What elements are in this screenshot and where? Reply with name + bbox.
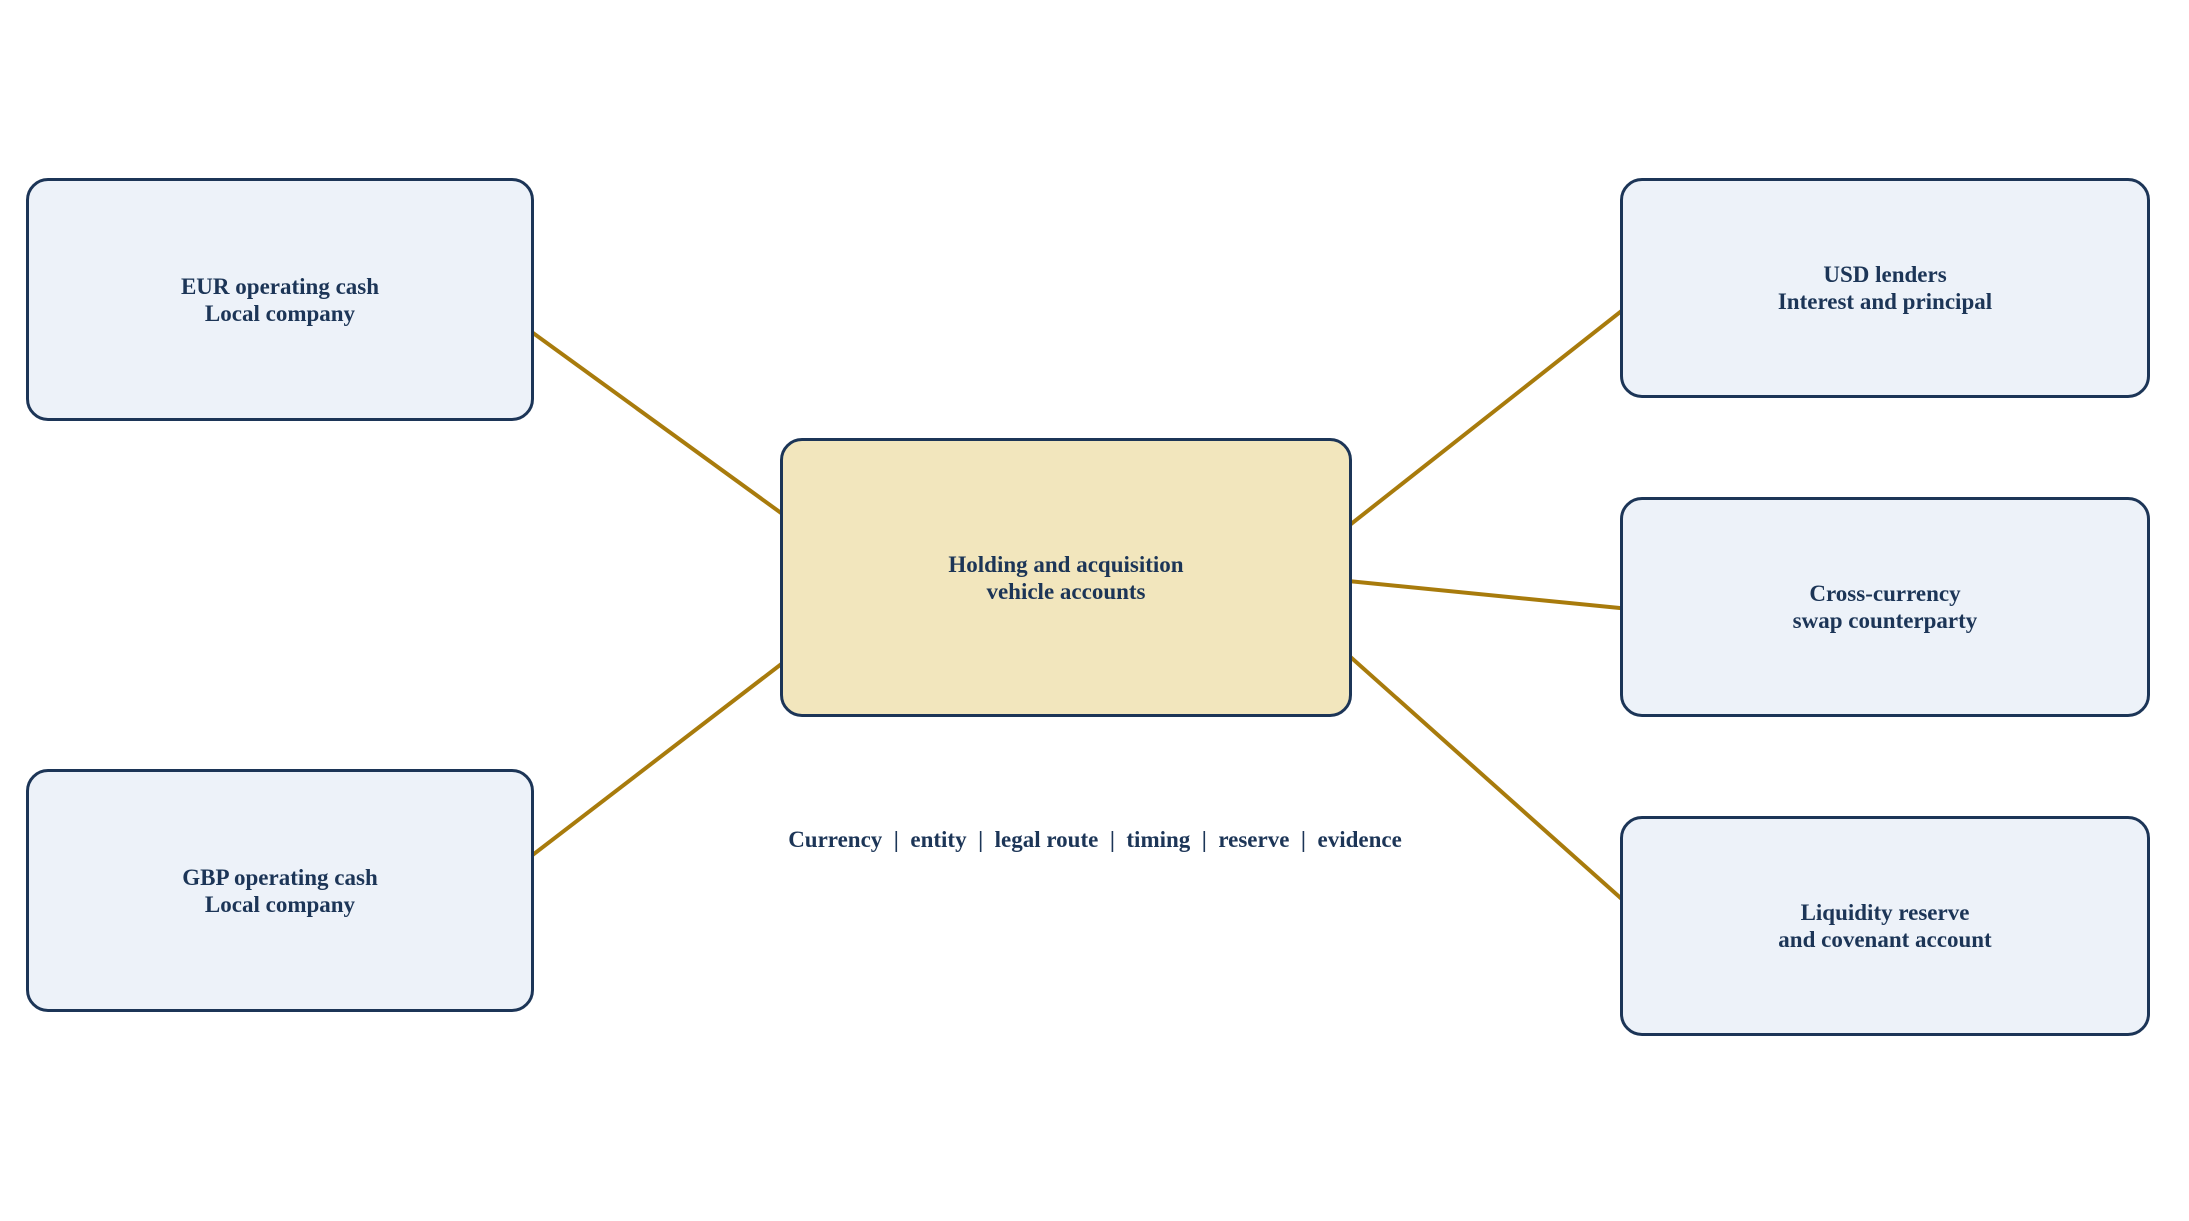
swap-counterparty-label: Cross-currency swap counterparty (1792, 581, 1978, 633)
eur-operating-cash-label: EUR operating cash Local company (180, 273, 380, 326)
holding-vehicle-label: Holding and acquisition vehicle accounts (948, 551, 1184, 604)
arrow-gbp-to-hub (498, 640, 812, 882)
arrow-hub-to-swap-counterparty (1317, 576, 1652, 616)
usd-lenders-box: USD lenders Interest and principal (1620, 178, 2150, 398)
arrow-hub-to-liquidity-reserve (1316, 626, 1654, 928)
liquidity-reserve-box: Liquidity reserve and covenant account (1620, 816, 2150, 1036)
liquidity-reserve-label: Liquidity reserve and covenant account (1778, 900, 1992, 952)
arrow-eur-to-hub (498, 307, 812, 536)
criteria-caption: Currency | entity | legal route | timing… (788, 827, 1402, 852)
gbp-operating-cash-box: GBP operating cash Local company (26, 769, 534, 1012)
eur-operating-cash-box: EUR operating cash Local company (26, 178, 534, 421)
holding-vehicle-box: Holding and acquisition vehicle accounts (780, 438, 1352, 717)
usd-lenders-label: USD lenders Interest and principal (1777, 262, 1993, 314)
arrow-hub-to-usd-lenders (1316, 285, 1654, 552)
gbp-operating-cash-label: GBP operating cash Local company (182, 864, 378, 917)
swap-counterparty-box: Cross-currency swap counterparty (1620, 497, 2150, 717)
